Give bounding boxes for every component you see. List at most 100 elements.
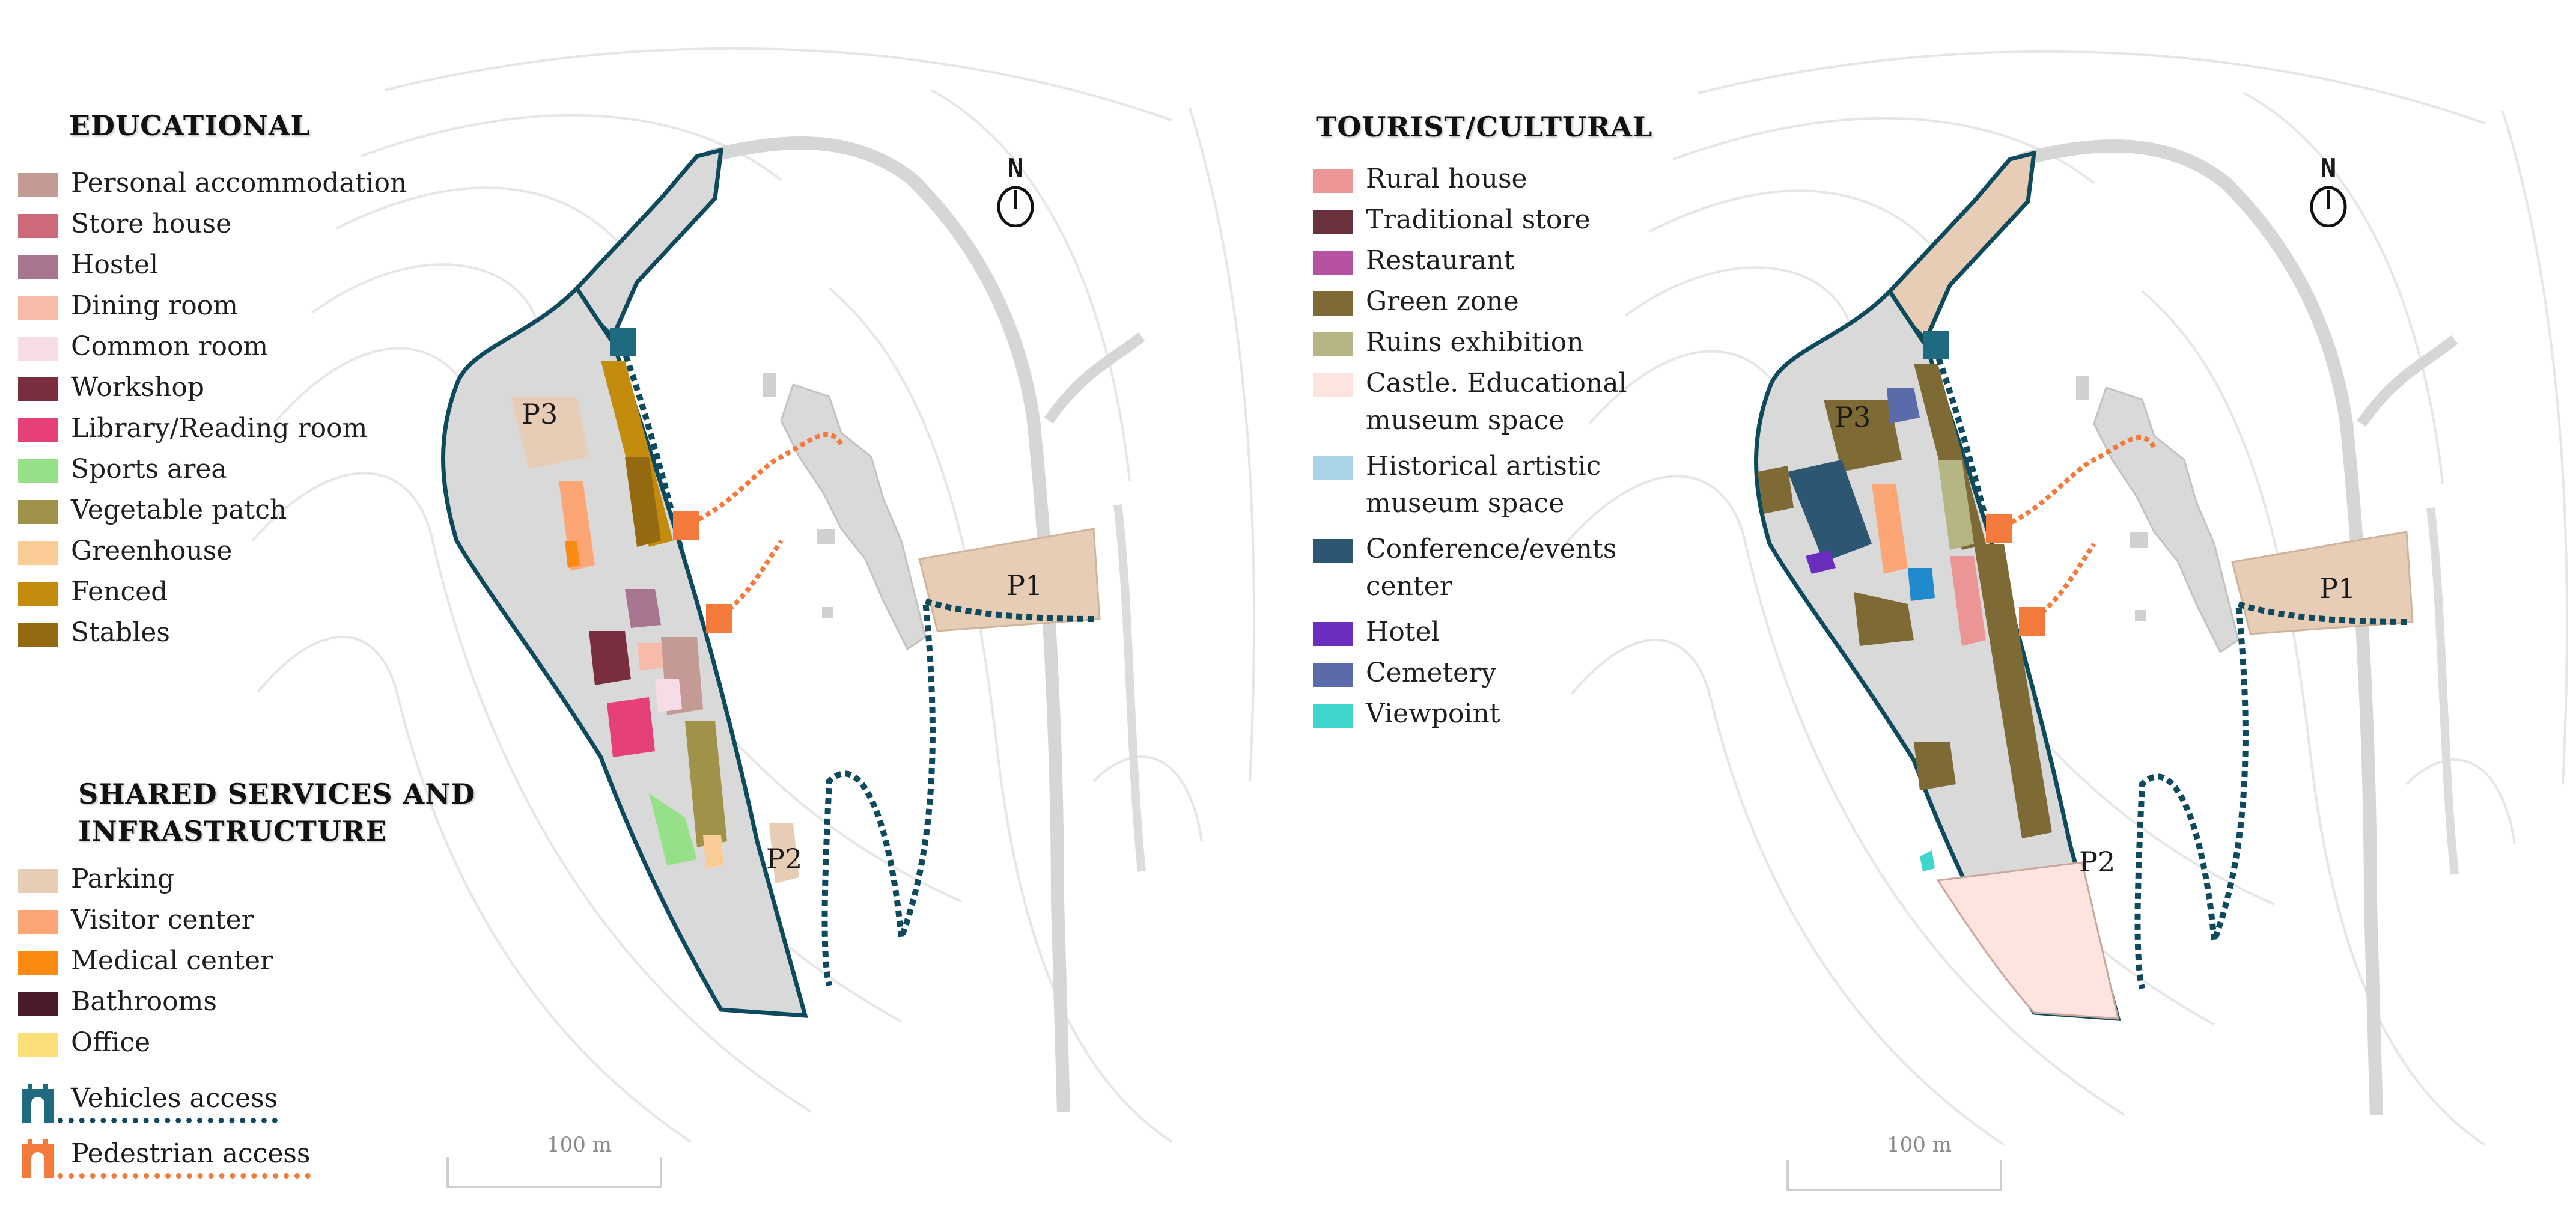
legend-label: Store house	[71, 209, 232, 239]
legend-swatch	[1313, 456, 1353, 480]
legend-swatch	[18, 377, 58, 401]
legend-item: Cemetery	[1313, 657, 1627, 700]
legend-swatch	[18, 951, 58, 975]
north-label-right: N	[2320, 153, 2337, 184]
legend-item: Conference/events center	[1313, 534, 1627, 618]
legend-label: Hostel	[71, 249, 159, 280]
legend-swatch	[18, 500, 58, 524]
legend-swatch	[1313, 373, 1353, 397]
legend-swatch	[18, 869, 58, 893]
tourist-legend-title: TOURIST/CULTURAL	[1316, 111, 1653, 143]
legend-item: Parking	[18, 864, 273, 906]
map-label-p1-right: P1	[2319, 572, 2355, 605]
north-compass-icon	[997, 186, 1034, 228]
legend-swatch	[1313, 539, 1353, 563]
legend-label: Viewpoint	[1366, 698, 1500, 729]
legend-label: Dining room	[71, 290, 238, 321]
legend-label: Medical center	[71, 945, 273, 976]
educational-legend-title: EDUCATIONAL	[69, 109, 311, 142]
legend-item: Store house	[18, 209, 407, 251]
legend-swatch	[1313, 169, 1353, 193]
legend-swatch	[18, 337, 58, 361]
legend-swatch	[18, 296, 58, 320]
legend-label: Traditional store	[1366, 204, 1591, 235]
vehicles-access-line	[58, 1118, 278, 1123]
legend-label: Personal accommodation	[71, 168, 407, 198]
legend-item: Common room	[18, 331, 407, 374]
legend-swatch	[1313, 663, 1353, 687]
map-label-p2-right: P2	[2079, 846, 2115, 878]
legend-label: Office	[71, 1027, 151, 1058]
legend-item: Stables	[18, 617, 407, 660]
legend-label: Hotel	[1366, 617, 1440, 647]
legend-label: Sports area	[71, 454, 227, 484]
educational-map: P3 P2 P1	[251, 47, 1255, 1188]
legend-item: Sports area	[18, 454, 407, 496]
legend-swatch	[18, 992, 58, 1016]
north-label: N	[1007, 153, 1024, 184]
tourist-map: P3 P2 P1	[1564, 50, 2568, 1191]
legend-item: Dining room	[18, 290, 407, 333]
map-label-p1: P1	[1006, 569, 1043, 602]
legend-swatch	[1313, 251, 1353, 275]
legend-label: Fenced	[71, 576, 168, 607]
legend-label: Visitor center	[71, 904, 254, 935]
legend-item: Restaurant	[1313, 245, 1627, 288]
legend-label: Parking	[71, 864, 175, 894]
scale-label-right: 100 m	[1887, 1133, 1952, 1157]
vehicles-gate-icon	[22, 1084, 54, 1123]
legend-swatch	[18, 1033, 58, 1057]
legend-item: Fenced	[18, 576, 407, 619]
legend-item: Vegetable patch	[18, 495, 407, 537]
north-arrow-right: N	[2307, 153, 2349, 230]
north-arrow-left: N	[994, 153, 1037, 230]
legend-swatch	[1313, 704, 1353, 728]
pedestrian-access-label: Pedestrian access	[71, 1138, 311, 1169]
legend-label: Greenhouse	[71, 535, 233, 566]
legend-label: Vegetable patch	[71, 495, 287, 525]
legend-label: Historical artistic museum space	[1366, 451, 1601, 519]
legend-swatch	[1313, 622, 1353, 646]
legend-label: Bathrooms	[71, 986, 217, 1017]
pedestrian-access-line	[58, 1173, 311, 1179]
scale-bar	[446, 1157, 662, 1188]
legend-item: Hotel	[1313, 617, 1627, 659]
map-label-p2: P2	[766, 843, 802, 875]
north-compass-icon-right	[2310, 186, 2347, 228]
legend-item: Greenhouse	[18, 535, 407, 578]
legend-item: Library/Reading room	[18, 413, 407, 456]
legend-item: Traditional store	[1313, 204, 1627, 247]
scale-label-left: 100 m	[547, 1133, 612, 1157]
legend-label: Ruins exhibition	[1366, 327, 1584, 358]
legend-swatch	[18, 910, 58, 934]
legend-item: Green zone	[1313, 286, 1627, 329]
legend-label: Workshop	[71, 372, 204, 403]
legend-swatch	[18, 173, 58, 197]
legend-item: Historical artistic museum space	[1313, 451, 1627, 535]
legend-item: Hostel	[18, 249, 407, 292]
vehicles-access-label: Vehicles access	[71, 1083, 278, 1114]
legend-swatch	[18, 214, 58, 238]
legend-label: Library/Reading room	[71, 413, 368, 444]
shared-services-legend-title-line1: SHARED SERVICES AND	[78, 778, 476, 810]
legend-swatch	[1313, 291, 1353, 316]
legend-label: Stables	[71, 617, 170, 648]
legend-swatch	[1313, 332, 1353, 356]
legend-item: Visitor center	[18, 904, 273, 947]
legend-item: Office	[18, 1027, 273, 1070]
pedestrian-access-legend: Pedestrian access	[18, 1137, 311, 1179]
map-label-p3: P3	[522, 398, 558, 430]
legend-swatch	[18, 418, 58, 442]
vehicles-access-legend: Vehicles access	[18, 1082, 278, 1124]
legend-item: Viewpoint	[1313, 698, 1627, 741]
pedestrian-gate-icon	[22, 1139, 54, 1178]
legend-item: Medical center	[18, 945, 273, 988]
shared-services-legend-title-line2: INFRASTRUCTURE	[78, 815, 388, 847]
legend-swatch	[18, 459, 58, 483]
scale-bar-right	[1786, 1160, 2002, 1191]
legend-swatch	[18, 582, 58, 606]
legend-item: Castle. Educational museum space	[1313, 368, 1627, 453]
